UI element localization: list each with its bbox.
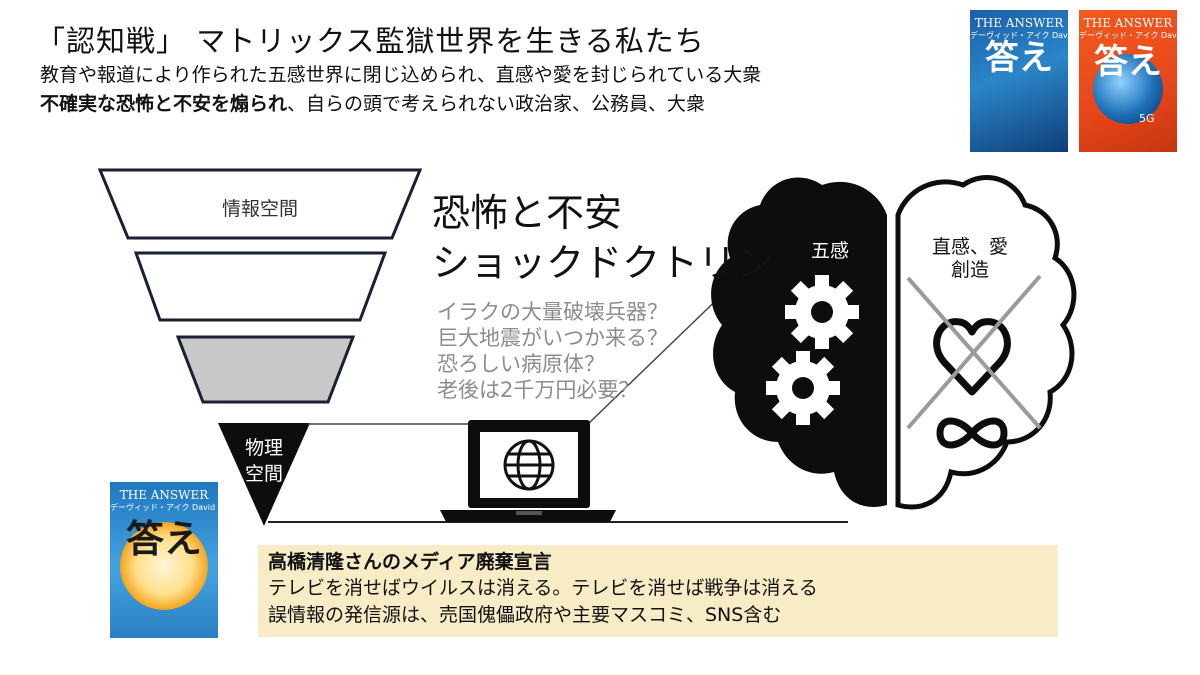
- physical-space-label: 物理 空間: [234, 436, 294, 487]
- question-item: 老後は2千万円必要？: [437, 378, 640, 402]
- shock-doctrine-heading: ショックドクトリン: [432, 241, 775, 285]
- cross-line: [906, 274, 1042, 430]
- question-item: 巨大地震がいつか来る？: [437, 326, 668, 350]
- book-kanji: 答え: [125, 516, 202, 561]
- media-declaration-box: 高橋清隆さんのメディア廃棄宣言 テレビを消せばウイルスは消える。テレビを消せば戦…: [258, 545, 1058, 637]
- funnel-tip: [218, 423, 310, 526]
- declaration-heading: 高橋清隆さんのメディア廃棄宣言: [268, 551, 552, 573]
- book-cover-bottom: THE ANSWER デーヴィッド・アイク David Icke 答え: [110, 482, 218, 638]
- info-space-label: 情報空間: [221, 198, 298, 220]
- globe-icon: [503, 439, 555, 491]
- book-author: デーヴィッド・アイク David Icke: [110, 503, 218, 512]
- gear-icon: [785, 275, 859, 349]
- subtitle-line-1: 教育や報道により作られた五感世界に閉じ込められ、直感や愛を封じられている大衆: [40, 64, 762, 86]
- intuition-line2: 創造: [950, 258, 989, 281]
- book-title: THE ANSWER: [974, 16, 1064, 30]
- book-kanji: 答え: [985, 38, 1053, 78]
- globe-image: [1093, 54, 1163, 124]
- page-title: 「認知戦」 マトリックス監獄世界を生きる私たち: [36, 24, 705, 58]
- physical-space-line2: 空間: [244, 462, 283, 485]
- gear-icon: [766, 351, 840, 425]
- book-author: デーヴィッド・アイク David Icke: [1079, 31, 1177, 40]
- funnel-layer-2: [133, 251, 388, 322]
- heart-icon: [933, 318, 1011, 396]
- subtitle-rest: 、自らの頭で考えられない政治家、公務員、大衆: [287, 93, 706, 115]
- intuition-label: 直感、愛 創造: [920, 236, 1020, 282]
- declaration-line-2: 誤情報の発信源は、売国傀儡政府や主要マスコミ、SNS含む: [268, 604, 782, 626]
- question-item: 恐ろしい病原体？: [437, 352, 605, 376]
- subtitle-emphasis: 不確実な恐怖と不安を煽られ: [40, 93, 288, 115]
- infinity-icon: [936, 417, 1008, 449]
- physical-space-line1: 物理: [244, 437, 283, 459]
- sun-ring-image: [120, 522, 208, 610]
- declaration-line-1: テレビを消せばウイルスは消える。テレビを消せば戦争は消える: [268, 577, 818, 599]
- question-item: イラクの大量破壊兵器？: [437, 300, 668, 324]
- laptop-icon: [440, 420, 616, 522]
- book-cover-blue: THE ANSWER デーヴィッド・アイク David Icke 答え: [970, 10, 1068, 152]
- brain-left-half: [711, 177, 887, 507]
- book-title: THE ANSWER: [1083, 16, 1173, 30]
- subtitle-line-2: 不確実な恐怖と不安を煽られ、自らの頭で考えられない政治家、公務員、大衆: [40, 89, 705, 116]
- fear-heading: 恐怖と不安: [432, 191, 623, 235]
- book-kanji: 答え: [1094, 42, 1162, 82]
- book-badge: 5G: [1139, 112, 1155, 125]
- intuition-line1: 直感、愛: [931, 236, 1008, 258]
- brain-right-half: [895, 175, 1077, 510]
- funnel-layer-1: [97, 168, 423, 240]
- book-author: デーヴィッド・アイク David Icke: [970, 31, 1068, 40]
- funnel-layer-3: [175, 335, 356, 404]
- book-title: THE ANSWER: [119, 488, 209, 502]
- five-senses-label: 五感: [810, 240, 849, 262]
- book-cover-orange: THE ANSWER デーヴィッド・アイク David Icke 答え 5G: [1079, 10, 1177, 152]
